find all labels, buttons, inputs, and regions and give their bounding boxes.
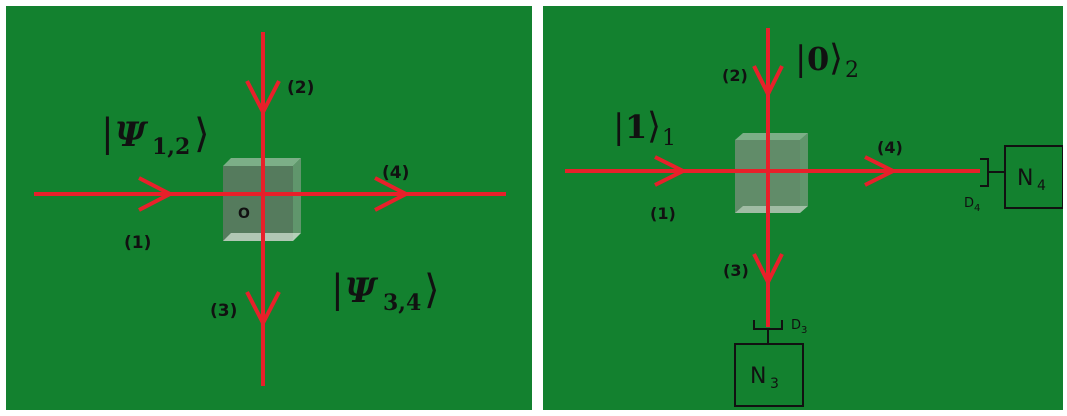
svg-text:⟩: ⟩ (647, 106, 661, 147)
port-4-label: (4) (382, 163, 409, 183)
detector-3-label: N (750, 364, 766, 389)
port-4-label: (4) (877, 138, 903, 157)
state-psi-in: | Ψ 1,2 ⟩ (101, 111, 210, 160)
port-1-label: (1) (650, 204, 676, 223)
beam-splitter-cube (223, 158, 301, 241)
svg-text:|: | (101, 111, 114, 155)
arrow-port-2 (245, 80, 281, 117)
right-diagram: (2) (4) (1) (3) | 1 ⟩ 1 | 0 ⟩ 2 N 4 D 4 (565, 28, 1063, 407)
ket-one-subscript: 1 (662, 126, 676, 151)
state-ket-zero: | 0 ⟩ 2 (795, 38, 859, 83)
svg-text:⟩: ⟩ (194, 111, 210, 157)
detector-4-label-subscript: 4 (1037, 178, 1046, 194)
ket-one-value: 1 (625, 108, 647, 146)
port-2-label: (2) (722, 66, 748, 85)
psi-out-subscript: 3,4 (383, 290, 421, 316)
detector-4-marker-subscript: 4 (974, 203, 980, 214)
psi-in-subscript: 1,2 (152, 134, 190, 160)
state-ket-one: | 1 ⟩ 1 (613, 106, 676, 151)
ket-zero-subscript: 2 (845, 58, 859, 83)
detector-3-box (734, 343, 804, 407)
center-point-label: O (238, 206, 250, 222)
svg-text:⟩: ⟩ (424, 267, 440, 313)
arrow-port-4 (374, 176, 411, 212)
detector-4-bracket (980, 158, 989, 187)
detector-3-marker-subscript: 3 (801, 325, 807, 336)
arrow-port-4 (864, 155, 898, 187)
psi-out-symbol: Ψ (345, 271, 379, 311)
svg-text:|: | (331, 267, 344, 311)
port-3-label: (3) (723, 261, 749, 280)
state-psi-out: | Ψ 3,4 ⟩ (331, 267, 440, 316)
arrow-port-2 (752, 65, 784, 99)
left-diagram: (2) (4) (1) (3) O | Ψ 1,2 ⟩ | Ψ 3,4 ⟩ (34, 32, 506, 386)
detector-4-marker: D (964, 196, 974, 211)
right-panel: (2) (4) (1) (3) | 1 ⟩ 1 | 0 ⟩ 2 N 4 D 4 (543, 6, 1063, 410)
svg-text:⟩: ⟩ (829, 38, 843, 79)
svg-text:|: | (613, 107, 624, 147)
detector-3-label-subscript: 3 (770, 376, 779, 392)
left-panel: (2) (4) (1) (3) O | Ψ 1,2 ⟩ | Ψ 3,4 ⟩ (6, 6, 532, 410)
arrow-port-1 (654, 155, 688, 187)
port-1-label: (1) (124, 233, 151, 253)
detector-4-box (1004, 145, 1063, 209)
arrow-port-1 (138, 176, 175, 212)
svg-text:|: | (795, 39, 806, 79)
ket-zero-value: 0 (807, 40, 829, 78)
detector-3-marker: D (791, 318, 801, 333)
detector-3: N 3 D 3 (734, 318, 807, 407)
psi-in-symbol: Ψ (115, 115, 149, 155)
arrow-port-3 (245, 291, 281, 328)
port-3-label: (3) (210, 301, 237, 321)
detector-4: N 4 D 4 (964, 145, 1063, 214)
detector-4-label: N (1017, 166, 1033, 191)
port-2-label: (2) (287, 78, 314, 98)
arrow-port-3 (752, 253, 784, 287)
